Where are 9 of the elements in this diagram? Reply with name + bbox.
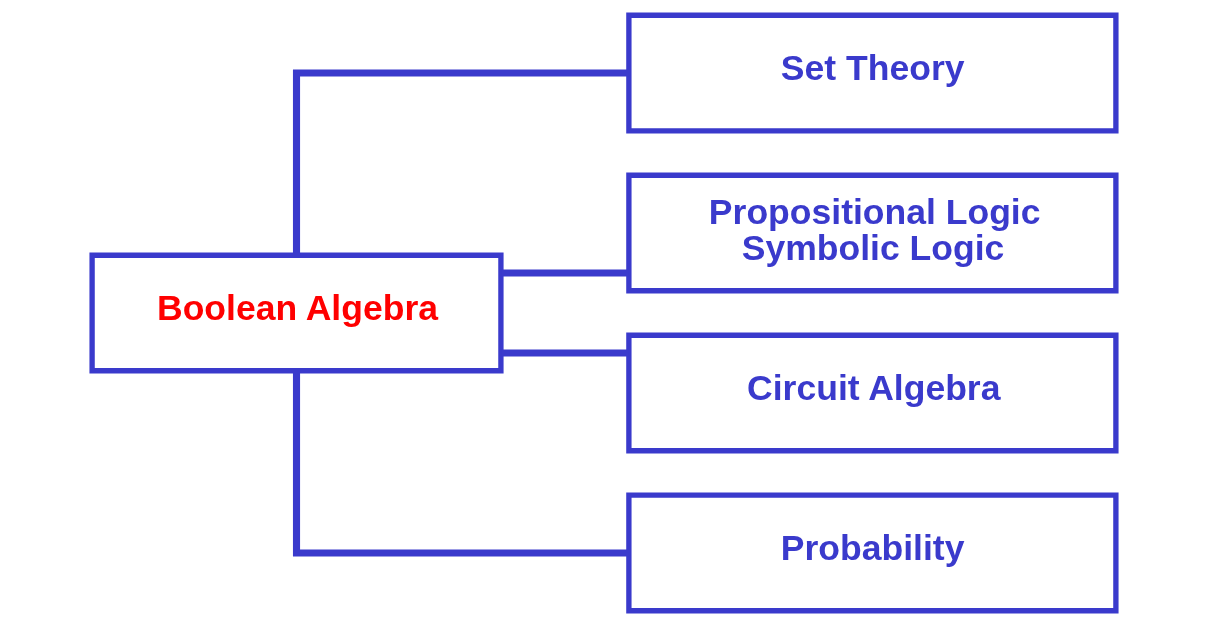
connector — [292, 69, 628, 255]
node-box: Probability — [625, 492, 1119, 614]
connector — [292, 371, 628, 557]
connector — [500, 349, 628, 357]
node-box: Set Theory — [625, 12, 1119, 134]
node-box: Circuit Algebra — [625, 332, 1119, 454]
node-box: Boolean Algebra — [88, 252, 504, 374]
node-box: Propositional Logic Symbolic Logic — [625, 172, 1119, 294]
connector — [500, 269, 628, 277]
